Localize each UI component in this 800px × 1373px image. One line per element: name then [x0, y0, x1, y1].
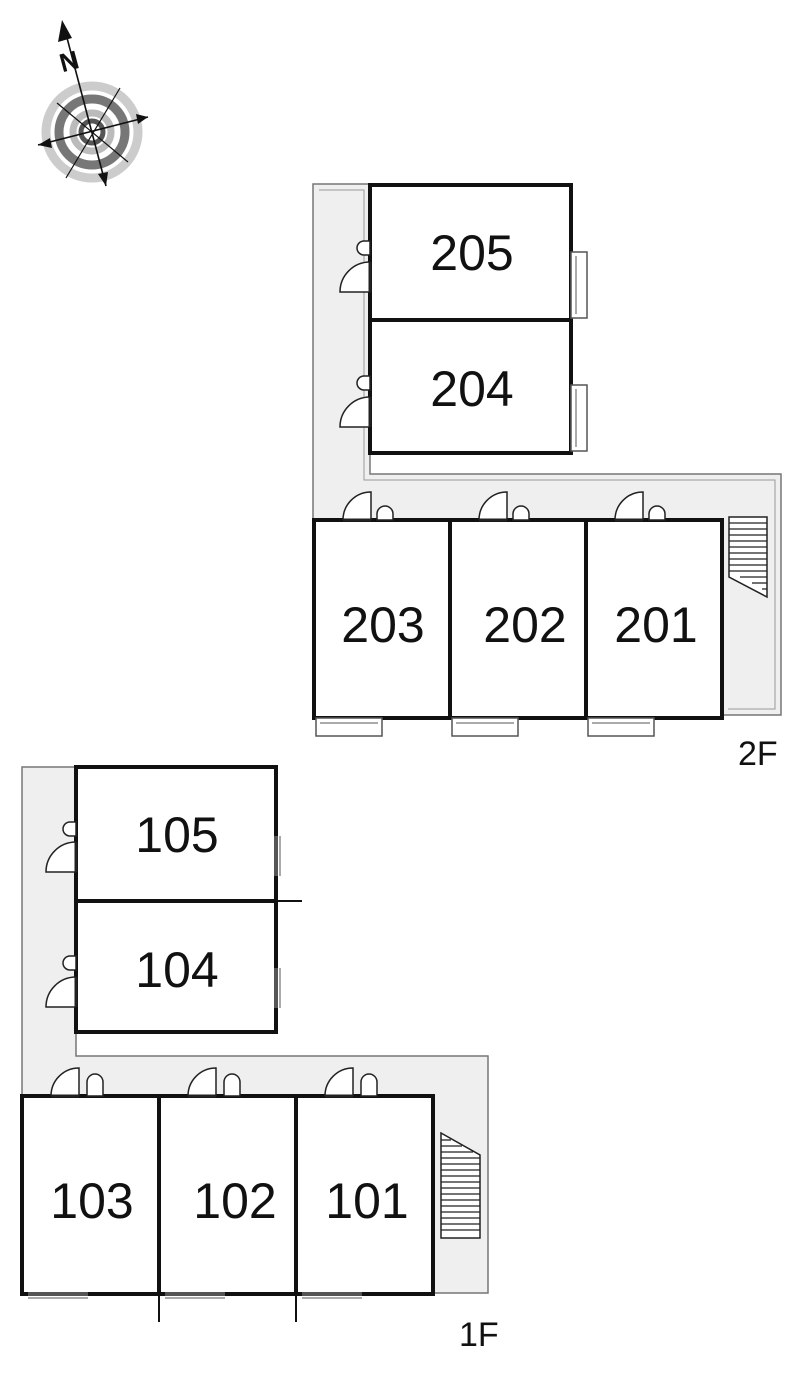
window-105 — [274, 836, 281, 876]
unit-label-103: 103 — [50, 1173, 133, 1229]
floor-label-2f: 2F — [738, 735, 778, 773]
window-102 — [165, 1292, 225, 1299]
unit-202: 202 — [448, 518, 588, 720]
door-204-icon — [339, 375, 372, 428]
balcony-201 — [587, 717, 655, 737]
staircase-2f-icon — [728, 516, 768, 599]
unit-102: 102 — [157, 1094, 298, 1296]
door-105-icon — [45, 821, 78, 873]
unit-label-102: 102 — [193, 1173, 276, 1229]
unit-205: 205 — [368, 183, 573, 322]
door-102-icon — [187, 1067, 241, 1098]
staircase-1f-icon — [440, 1131, 481, 1239]
floor-1-plan: 105 104 103 — [20, 765, 499, 1354]
unit-203: 203 — [312, 518, 452, 720]
balcony-202 — [451, 717, 519, 737]
door-202-icon — [478, 491, 530, 522]
unit-label-201: 201 — [614, 597, 697, 653]
window-101 — [302, 1292, 362, 1299]
door-205-icon — [339, 240, 372, 293]
door-203-icon — [342, 491, 394, 522]
unit-label-202: 202 — [483, 597, 566, 653]
balcony-204 — [570, 384, 588, 452]
floor-label-1f: 1F — [459, 1316, 499, 1354]
unit-label-205: 205 — [430, 225, 513, 281]
unit-label-104: 104 — [135, 942, 218, 998]
unit-103: 103 — [20, 1094, 161, 1296]
window-103 — [28, 1292, 88, 1299]
unit-105: 105 — [74, 765, 278, 903]
unit-104: 104 — [74, 899, 278, 1034]
door-201-icon — [614, 491, 666, 522]
balcony-205 — [570, 251, 588, 319]
unit-label-204: 204 — [430, 361, 513, 417]
door-103-icon — [50, 1067, 104, 1098]
unit-101: 101 — [294, 1094, 435, 1296]
balcony-203 — [315, 717, 383, 737]
door-101-icon — [324, 1067, 378, 1098]
north-label: N — [56, 44, 82, 78]
window-104 — [274, 968, 281, 1008]
unit-204: 204 — [368, 318, 573, 455]
unit-label-105: 105 — [135, 807, 218, 863]
unit-label-101: 101 — [325, 1173, 408, 1229]
door-104-icon — [45, 955, 78, 1008]
unit-201: 201 — [584, 518, 724, 720]
compass-icon: N — [37, 20, 149, 187]
unit-label-203: 203 — [341, 597, 424, 653]
floor-2-plan: 205 204 203 — [312, 183, 782, 773]
